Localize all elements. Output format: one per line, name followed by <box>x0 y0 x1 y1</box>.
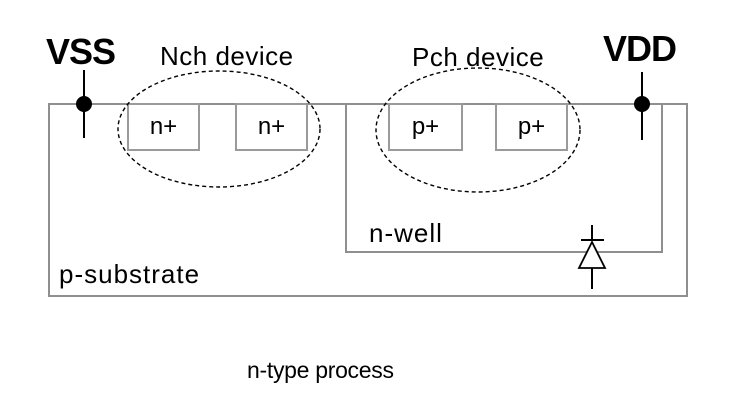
vss-rail-label: VSS <box>46 31 116 72</box>
pch-device-label: Pch device <box>412 42 545 72</box>
n-plus-diffusion-1: n+ <box>127 103 200 151</box>
p-plus-diffusion-1: p+ <box>388 103 463 151</box>
p-plus-label: p+ <box>517 113 546 140</box>
p-plus-diffusion-2: p+ <box>495 103 568 151</box>
n-plus-label: n+ <box>149 113 178 140</box>
vdd-rail-label: VDD <box>603 28 677 69</box>
p-substrate-label: p-substrate <box>59 259 201 289</box>
n-well-label: n-well <box>369 218 443 248</box>
figure-caption: n-type process <box>247 357 394 383</box>
n-plus-label: n+ <box>257 113 286 140</box>
p-plus-label: p+ <box>411 113 440 140</box>
nch-device-label: Nch device <box>160 41 294 71</box>
n-plus-diffusion-2: n+ <box>235 103 308 151</box>
